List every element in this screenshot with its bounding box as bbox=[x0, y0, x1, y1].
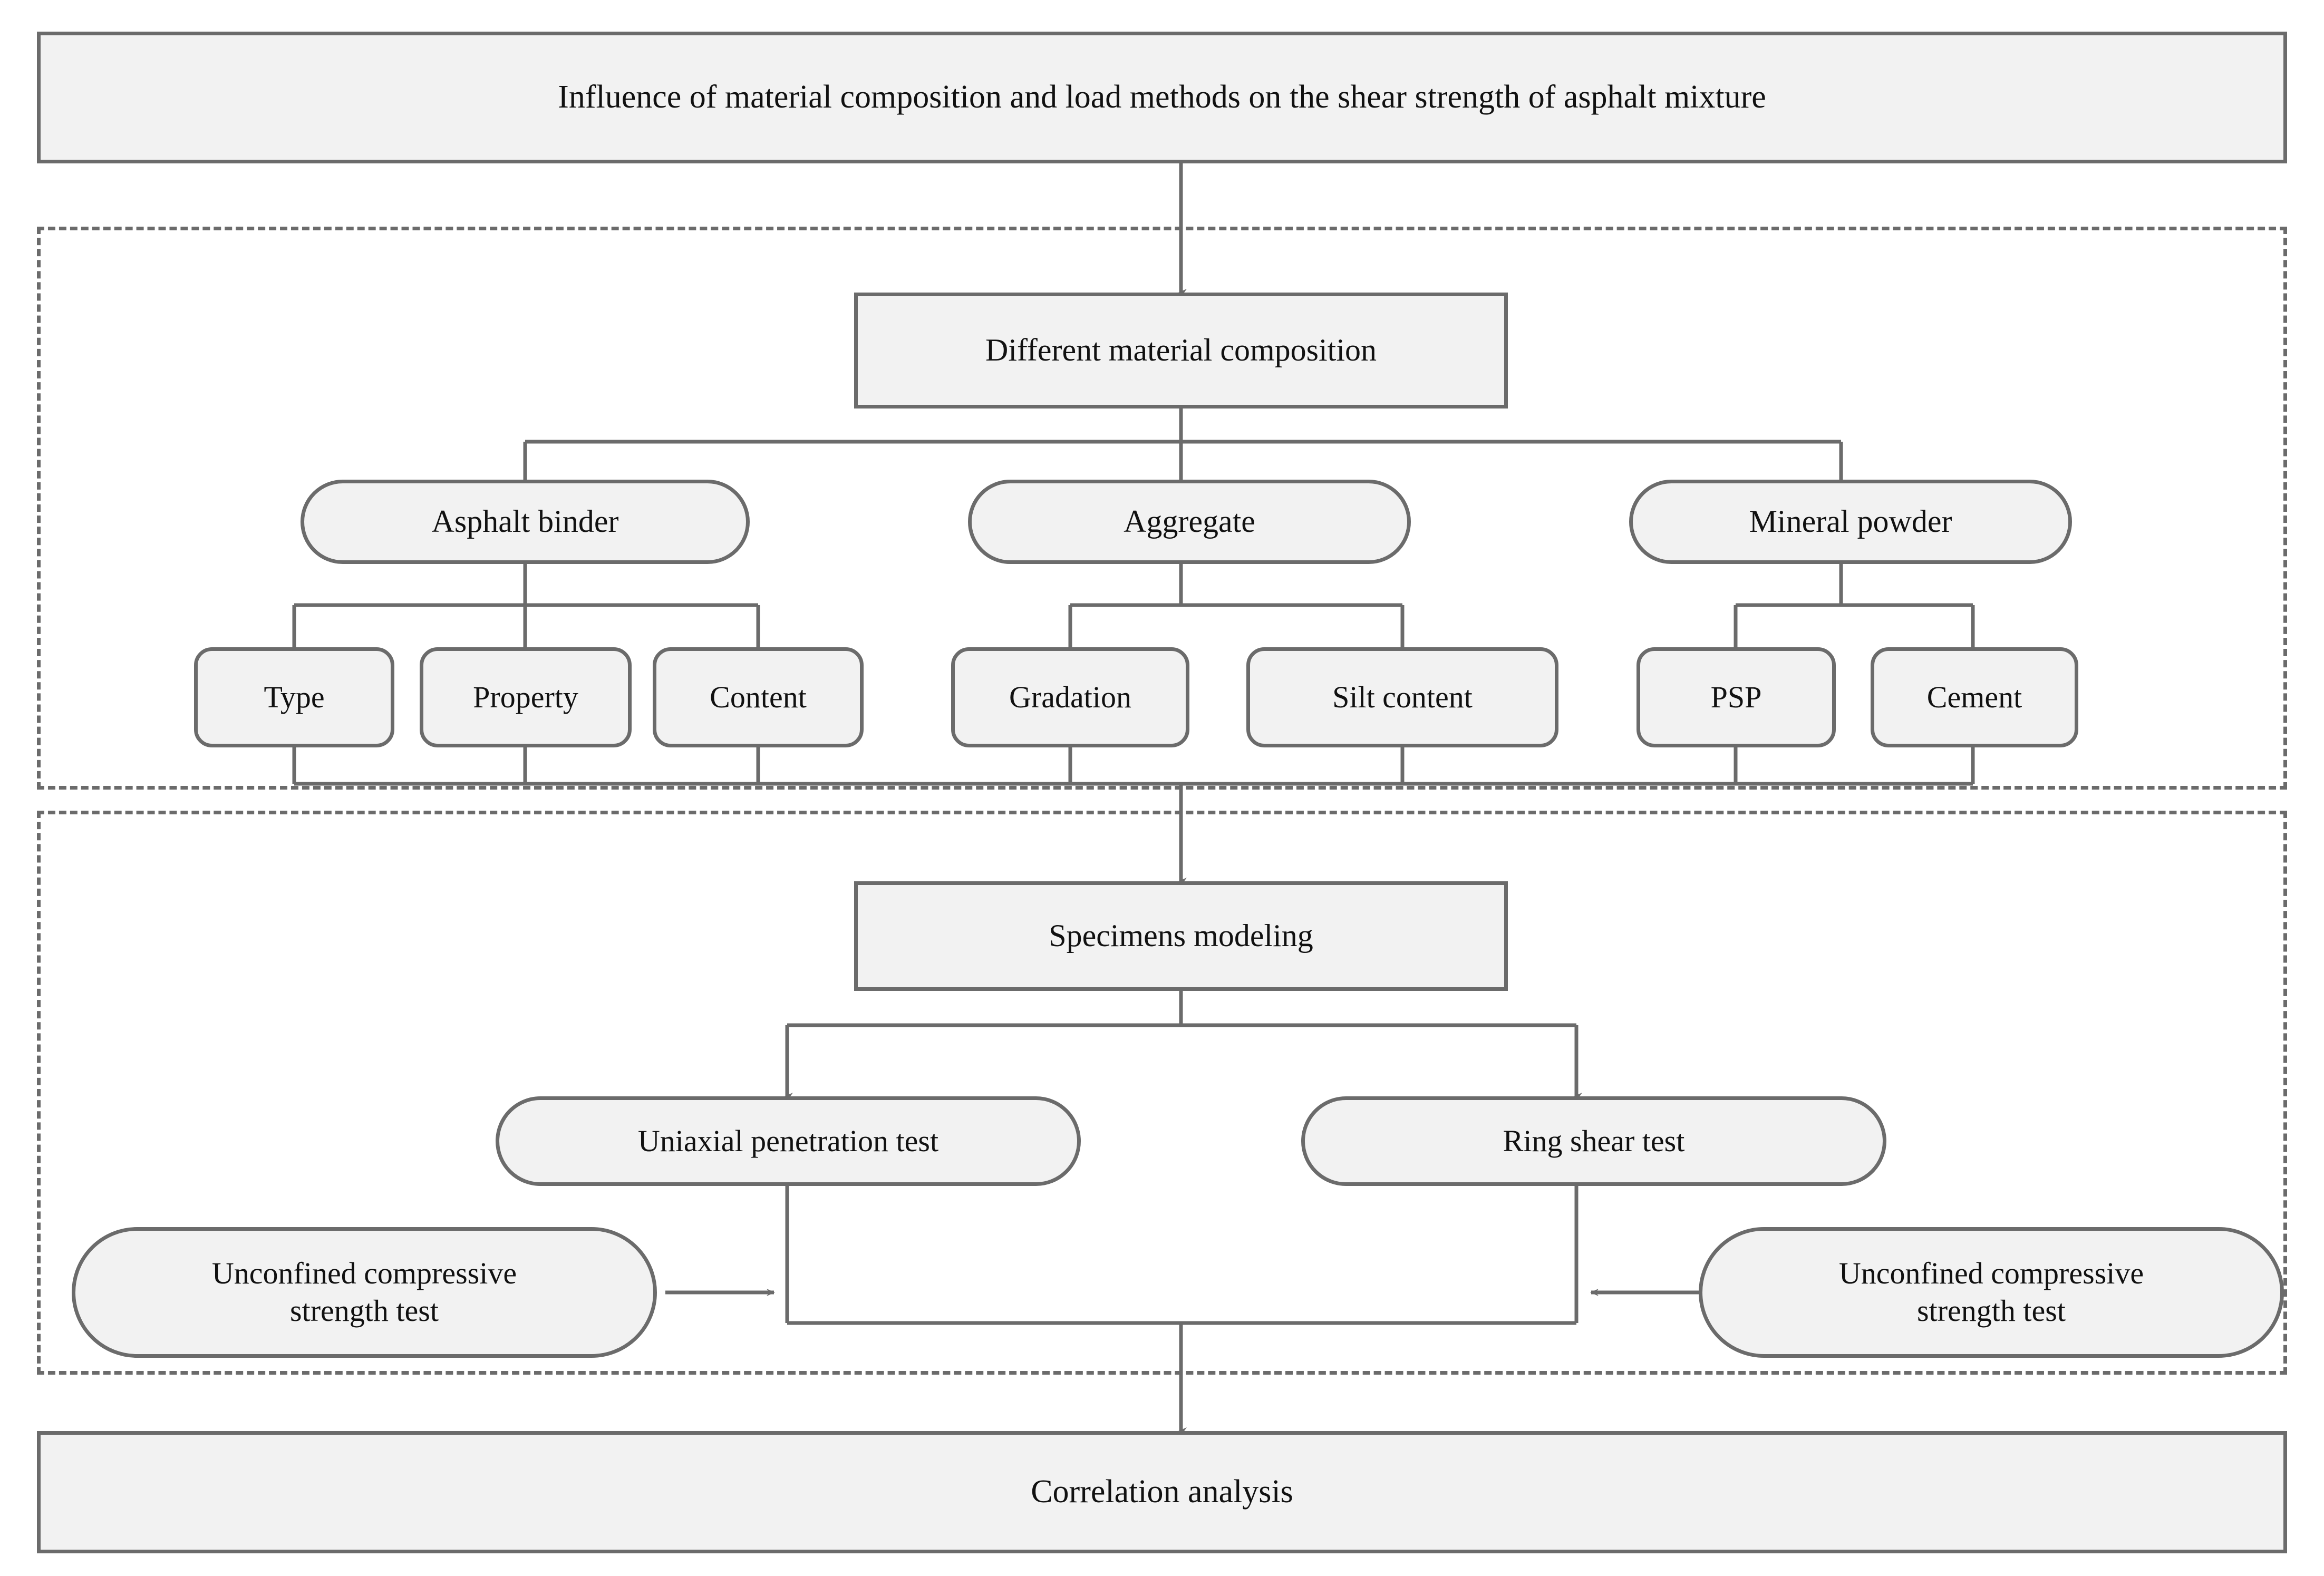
node-property[interactable]: Property bbox=[420, 647, 632, 747]
node-label-line2: strength test bbox=[290, 1293, 439, 1328]
node-label: Cement bbox=[1926, 679, 2022, 714]
node-label-line2: strength test bbox=[1917, 1293, 2066, 1328]
node-gradation[interactable]: Gradation bbox=[951, 647, 1189, 747]
node-label: PSP bbox=[1710, 679, 1762, 714]
node-label: Content bbox=[710, 679, 807, 714]
node-label-line1: Unconfined compressive bbox=[211, 1256, 517, 1291]
node-asphalt-binder[interactable]: Asphalt binder bbox=[301, 480, 750, 564]
node-ring-shear-test[interactable]: Ring shear test bbox=[1301, 1096, 1886, 1186]
node-label: Mineral powder bbox=[1749, 504, 1952, 539]
material-composition-group bbox=[37, 227, 2287, 790]
node-different-material-composition[interactable]: Different material composition bbox=[854, 293, 1508, 408]
title-box-label: Influence of material composition and lo… bbox=[558, 79, 1766, 115]
node-label: Type bbox=[264, 679, 325, 714]
title-box[interactable]: Influence of material composition and lo… bbox=[37, 32, 2287, 163]
node-content[interactable]: Content bbox=[653, 647, 864, 747]
node-label: Gradation bbox=[1009, 679, 1131, 714]
node-uniaxial-penetration-test[interactable]: Uniaxial penetration test bbox=[496, 1096, 1081, 1186]
node-label: Different material composition bbox=[985, 333, 1377, 368]
node-label: Silt content bbox=[1332, 679, 1473, 714]
node-psp[interactable]: PSP bbox=[1637, 647, 1836, 747]
testing-group bbox=[37, 811, 2287, 1375]
node-type[interactable]: Type bbox=[194, 647, 394, 747]
node-label: Aggregate bbox=[1124, 504, 1255, 539]
node-label: Property bbox=[473, 679, 578, 714]
node-label: Asphalt binder bbox=[431, 504, 619, 539]
node-specimens-modeling[interactable]: Specimens modeling bbox=[854, 881, 1508, 991]
node-correlation-analysis[interactable]: Correlation analysis bbox=[37, 1431, 2287, 1553]
node-label: Ring shear test bbox=[1503, 1123, 1685, 1158]
node-label: Correlation analysis bbox=[1031, 1474, 1293, 1510]
node-mineral-powder[interactable]: Mineral powder bbox=[1629, 480, 2072, 564]
node-aggregate[interactable]: Aggregate bbox=[968, 480, 1411, 564]
node-label-line1: Unconfined compressive bbox=[1838, 1256, 2144, 1291]
node-unconfined-compressive-strength-test-left[interactable]: Unconfined compressive strength test bbox=[72, 1227, 657, 1358]
node-silt-content[interactable]: Silt content bbox=[1246, 647, 1558, 747]
node-cement[interactable]: Cement bbox=[1871, 647, 2078, 747]
node-label: Uniaxial penetration test bbox=[637, 1123, 939, 1158]
node-unconfined-compressive-strength-test-right[interactable]: Unconfined compressive strength test bbox=[1699, 1227, 2284, 1358]
node-label: Specimens modeling bbox=[1049, 918, 1313, 954]
